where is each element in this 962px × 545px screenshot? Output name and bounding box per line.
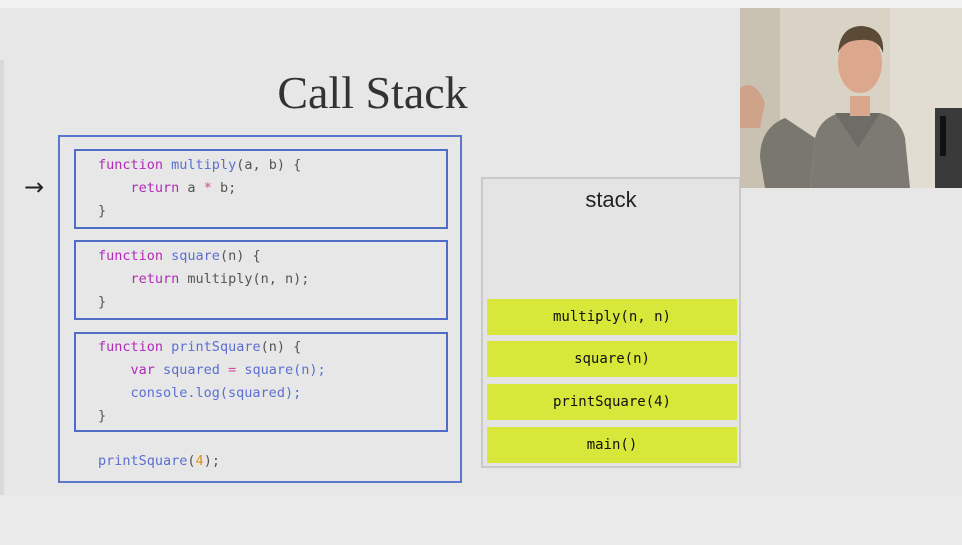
- code-keyword: return: [130, 271, 180, 287]
- code-keyword: return: [130, 180, 180, 196]
- code-operator: =: [228, 362, 237, 378]
- code-brace: }: [98, 408, 107, 424]
- code-text: (n) {: [260, 339, 302, 355]
- code-text: (n) {: [219, 248, 261, 264]
- code-text: square(n);: [236, 362, 326, 378]
- code-function-name: multiply: [171, 157, 237, 173]
- stack-panel: stack multiply(n, n) square(n) printSqua…: [481, 177, 741, 468]
- code-multiply: function multiply(a, b) { return a * b; …: [98, 154, 301, 223]
- code-function-name: printSquare: [171, 339, 261, 355]
- code-function-name: square: [171, 248, 220, 264]
- code-keyword: function: [98, 248, 164, 264]
- code-text: (: [187, 453, 196, 469]
- bottom-margin: [0, 496, 962, 545]
- function-box-multiply: [74, 149, 448, 229]
- top-border: [0, 0, 962, 8]
- execution-arrow-icon: →: [24, 173, 45, 201]
- code-text: );: [203, 453, 220, 469]
- code-text: console.log(squared);: [130, 385, 302, 401]
- code-square: function square(n) { return multiply(n, …: [98, 245, 309, 314]
- code-text: (a, b) {: [236, 157, 302, 173]
- code-operator: *: [203, 180, 212, 196]
- code-invocation: printSquare(4);: [98, 450, 220, 473]
- code-text: multiply(n, n);: [179, 271, 310, 287]
- function-box-square: [74, 240, 448, 320]
- code-keyword: function: [98, 339, 164, 355]
- code-brace: }: [98, 203, 107, 219]
- speaker-video: [740, 8, 962, 188]
- speaker-video-image: [740, 8, 962, 188]
- stack-title: stack: [585, 187, 637, 212]
- function-box-printsquare: [74, 332, 448, 432]
- code-variable: squared: [154, 362, 229, 378]
- stack-frame: multiply(n, n): [487, 299, 737, 335]
- code-keyword: function: [98, 157, 164, 173]
- code-function-name: printSquare: [98, 453, 188, 469]
- stack-frame: printSquare(4): [487, 384, 737, 420]
- slide-title: Call Stack: [277, 67, 468, 118]
- stack-frame: square(n): [487, 341, 737, 377]
- code-text: b;: [211, 180, 237, 196]
- stack-frame: main(): [487, 427, 737, 463]
- code-brace: }: [98, 294, 107, 310]
- code-text: a: [179, 180, 204, 196]
- code-keyword: var: [130, 362, 155, 378]
- code-panel: [58, 135, 462, 483]
- code-number: 4: [195, 453, 204, 469]
- code-printsquare: function printSquare(n) { var squared = …: [98, 336, 326, 428]
- left-border: [0, 60, 4, 495]
